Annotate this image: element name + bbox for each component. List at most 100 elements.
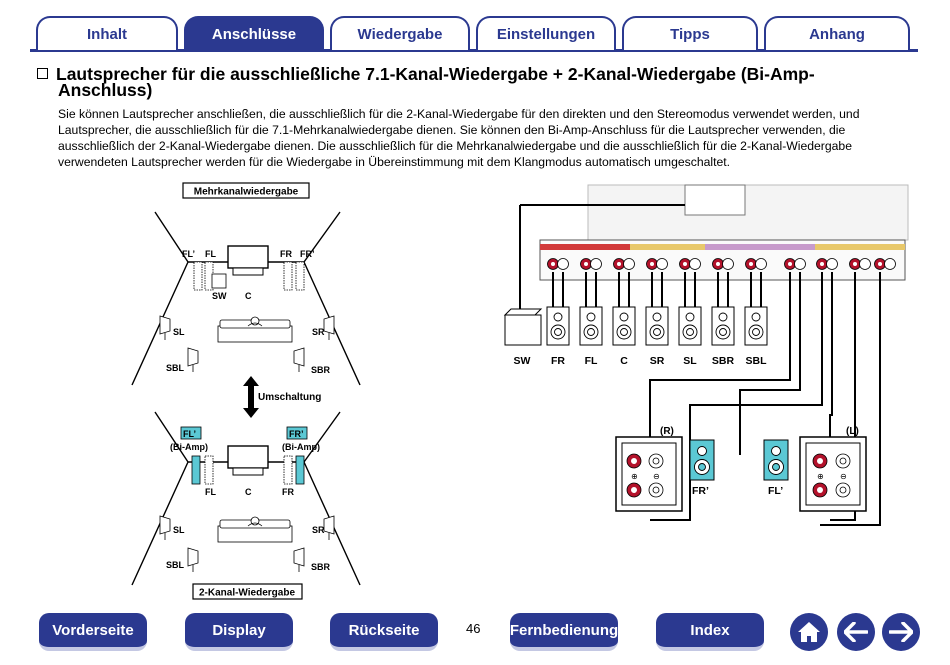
- label-sbl-bottom: SBL: [166, 560, 185, 570]
- svg-text:⊖: ⊖: [653, 472, 660, 481]
- terminal-hole: [617, 262, 621, 266]
- label-fl-prime-bi: FL’: [183, 429, 196, 439]
- label-sbr: SBR: [311, 365, 331, 375]
- bi-amp-left-panel: ⊕ ⊖ (L) FL’: [763, 426, 867, 512]
- room-bottom: FL’ FR’ (Bi-Amp) (Bi-Amp) FL C FR SL SR …: [131, 411, 361, 600]
- nav-fernbedienung-button[interactable]: Fernbedienung: [510, 613, 618, 651]
- speaker-fl-icon: [579, 306, 603, 346]
- speaker-c-icon: [612, 306, 636, 346]
- speaker-sr-icon: [645, 306, 669, 346]
- terminal-hole: [798, 262, 802, 266]
- checkbox-bullet-icon: [37, 68, 48, 79]
- nav-display-button[interactable]: Display: [185, 613, 293, 651]
- terminal-hole: [830, 262, 834, 266]
- label-fl: FL: [205, 249, 216, 259]
- nav-vorderseite-button[interactable]: Vorderseite: [39, 613, 147, 651]
- terminal-hole: [551, 262, 555, 266]
- terminal-hole: [820, 262, 824, 266]
- tab-anhang[interactable]: Anhang: [764, 16, 910, 50]
- speaker-label-sl: SL: [683, 355, 697, 367]
- home-icon: [798, 622, 820, 642]
- section-title: Lautsprecher für die ausschließliche 7.1…: [37, 64, 917, 100]
- label-sw: SW: [212, 291, 227, 301]
- label-sl-bottom: SL: [173, 525, 185, 535]
- svg-text:⊕: ⊕: [631, 472, 638, 481]
- terminal-hole: [888, 262, 892, 266]
- terminal-hole: [878, 262, 882, 266]
- label-sbr-bottom: SBR: [311, 562, 331, 572]
- label-bi-amp-left: (Bi-Amp): [170, 442, 208, 452]
- tab-tipps[interactable]: Tipps: [622, 16, 758, 50]
- terminal-hole: [726, 262, 730, 266]
- speaker-sl-icon: [678, 306, 702, 346]
- speaker-label-fr: FR: [551, 355, 565, 367]
- label-c: C: [245, 291, 252, 301]
- label-fr-bottom: FR: [282, 487, 294, 497]
- speaker-label-fl: FL: [585, 355, 598, 367]
- terminal-hole: [759, 262, 763, 266]
- label-2kanal: 2-Kanal-Wiedergabe: [199, 588, 295, 599]
- speaker-sbr-icon: [711, 306, 735, 346]
- terminal-hole: [584, 262, 588, 266]
- speaker-sbl-icon: [744, 306, 768, 346]
- home-button[interactable]: [790, 613, 828, 651]
- subwoofer-icon: [503, 308, 543, 346]
- terminal-hole: [716, 262, 720, 266]
- speaker-fr-icon: [546, 306, 570, 346]
- terminal-hole: [660, 262, 664, 266]
- label-fl-prime: FL’: [182, 249, 195, 259]
- label-fl-bottom: FL: [205, 487, 216, 497]
- arrow-left-icon: [844, 622, 868, 642]
- speaker-label-sw: SW: [514, 355, 531, 367]
- speaker-terminal-row: [547, 258, 896, 270]
- tab-anschluesse[interactable]: Anschlüsse: [184, 16, 324, 50]
- svg-text:⊖: ⊖: [840, 472, 847, 481]
- label-sr-bottom: SR: [312, 525, 325, 535]
- terminal-hole: [749, 262, 753, 266]
- bi-amp-speaker-fr-icon: [689, 439, 715, 481]
- top-tab-bar: Inhalt Anschlüsse Wiedergabe Einstellung…: [0, 0, 950, 56]
- speaker-label-sbr: SBR: [712, 355, 735, 367]
- label-sl: SL: [173, 327, 185, 337]
- label-bi-amp-right: (Bi-Amp): [282, 442, 320, 452]
- label-mehrkanal: Mehrkanalwiedergabe: [194, 187, 299, 198]
- section-title-line1: Lautsprecher für die ausschließliche 7.1…: [56, 64, 815, 84]
- back-button[interactable]: [837, 613, 875, 651]
- label-fr-prime: FR’: [300, 249, 315, 259]
- section-title-line2: Anschluss): [58, 80, 153, 100]
- svg-text:⊕: ⊕: [817, 472, 824, 481]
- nav-rueckseite-button[interactable]: Rückseite: [330, 613, 438, 651]
- label-channel-r: (R): [660, 426, 674, 437]
- tab-einstellungen[interactable]: Einstellungen: [476, 16, 616, 50]
- room-top: Mehrkanalwiedergabe FL’ FL FR FR’ SW C S…: [131, 182, 361, 386]
- label-fr: FR: [280, 249, 292, 259]
- intro-paragraph: Sie können Lautsprecher anschließen, die…: [58, 107, 860, 169]
- label-fr-prime-bi: FR’: [289, 429, 304, 439]
- arrow-right-icon: [889, 622, 913, 642]
- speaker-label-c: C: [620, 355, 628, 367]
- label-sr: SR: [312, 327, 325, 337]
- label-fl-prime-wiring: FL’: [768, 485, 783, 497]
- bi-amp-speaker-fl-icon: [763, 439, 789, 481]
- tab-inhalt[interactable]: Inhalt: [36, 16, 178, 50]
- terminal-hole: [650, 262, 654, 266]
- tab-wiedergabe[interactable]: Wiedergabe: [330, 16, 470, 50]
- terminal-hole: [788, 262, 792, 266]
- receiver-rear-panel: [539, 184, 909, 281]
- terminal-hole: [561, 262, 565, 266]
- label-fr-prime-wiring: FR’: [692, 485, 709, 497]
- forward-button[interactable]: [882, 613, 920, 651]
- speaker-label-sr: SR: [650, 355, 665, 367]
- label-umschaltung: Umschaltung: [258, 392, 321, 403]
- terminal-hole: [863, 262, 867, 266]
- label-c-bottom: C: [245, 487, 252, 497]
- terminal-hole: [853, 262, 857, 266]
- bi-amp-right-panel: ⊕ ⊖ (R) FR’: [615, 426, 715, 512]
- terminal-hole: [693, 262, 697, 266]
- nav-index-button[interactable]: Index: [656, 613, 764, 651]
- tab-underline: [30, 49, 918, 52]
- page-number: 46: [466, 621, 481, 636]
- terminal-hole: [627, 262, 631, 266]
- label-sbl: SBL: [166, 363, 185, 373]
